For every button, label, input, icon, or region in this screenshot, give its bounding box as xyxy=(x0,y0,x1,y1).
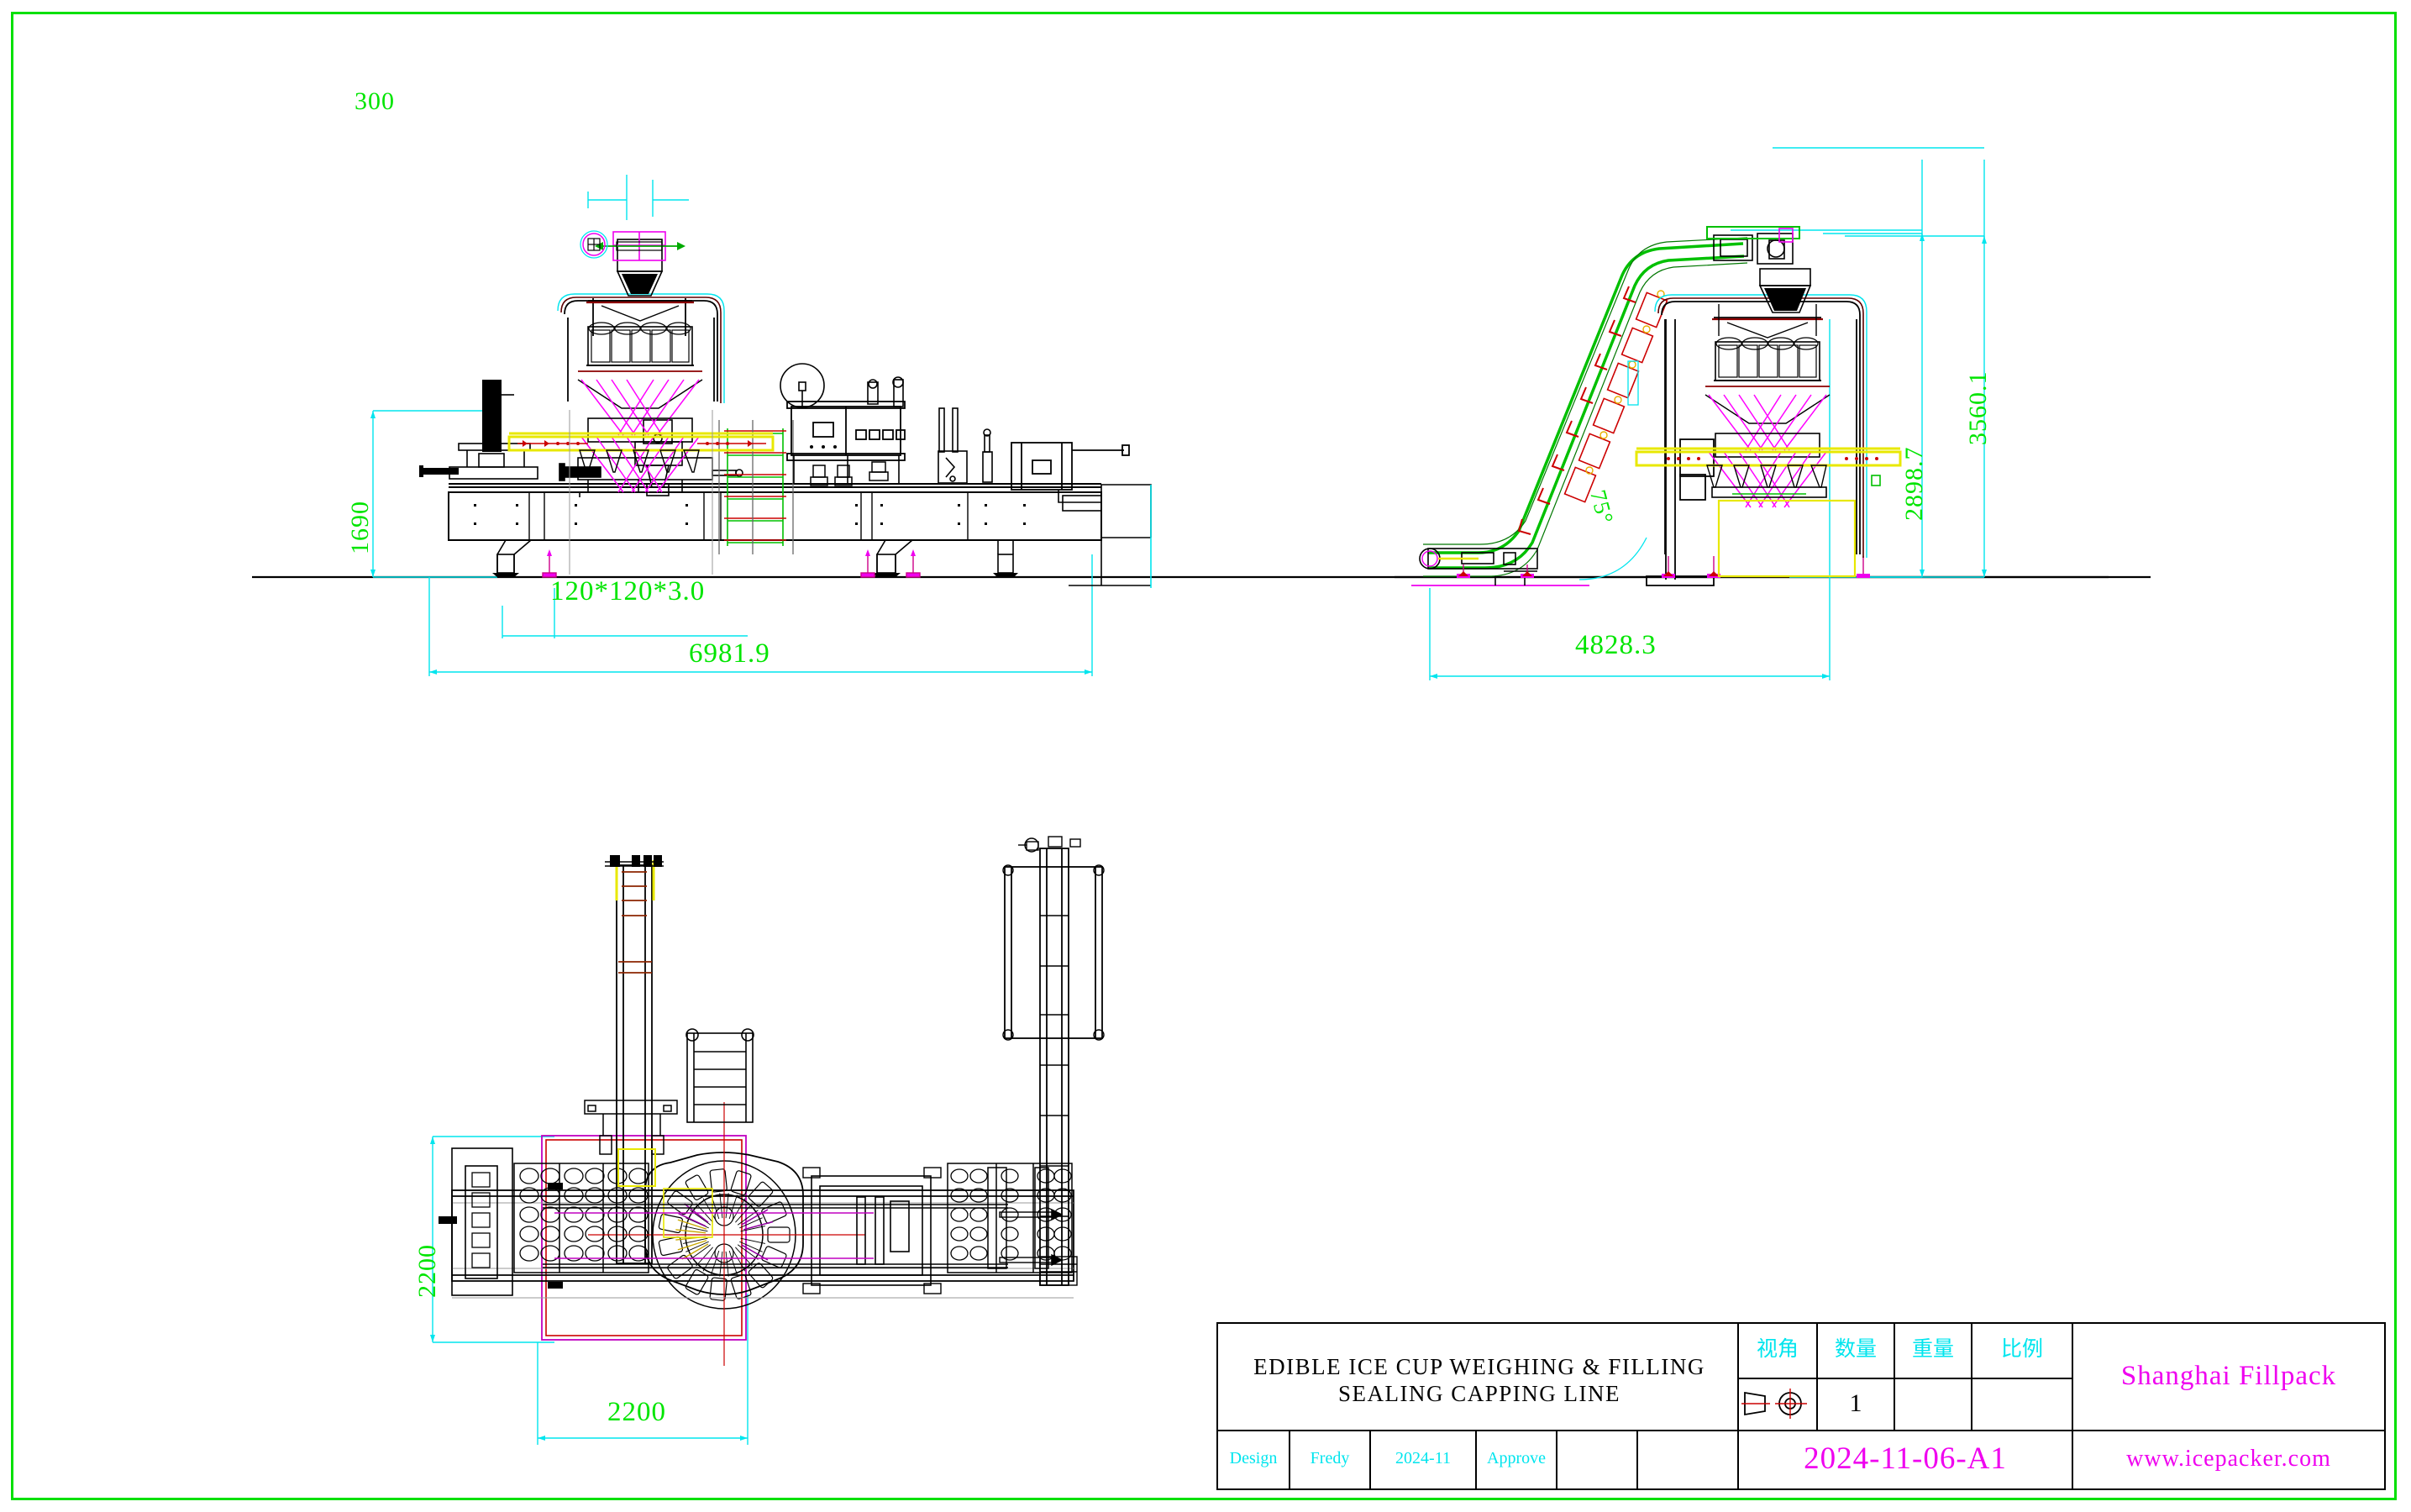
design-label: Design xyxy=(1229,1449,1278,1468)
dim-4828-3: 4828.3 xyxy=(1575,630,1657,660)
drawing-number: 2024-11-06-A1 xyxy=(1804,1441,2007,1477)
dim-2898-7: 2898.7 xyxy=(1900,446,1928,522)
tb-line-bottom xyxy=(1216,1488,2386,1490)
dim-3560-1: 3560.1 xyxy=(1964,370,1992,446)
drawing-title: EDIBLE ICE CUP WEIGHING & FILLING SEALIN… xyxy=(1225,1341,1734,1421)
company-website: www.icepacker.com xyxy=(2126,1446,2331,1473)
tb-div-spec-2 xyxy=(1894,1322,1895,1430)
header-quantity: 数量 xyxy=(1834,1338,1877,1362)
plan-view-geometry xyxy=(430,836,1105,1445)
tb-line-spec-mid xyxy=(1737,1430,2073,1431)
tb-div-spec-1 xyxy=(1816,1322,1818,1430)
approve-label: Approve xyxy=(1487,1449,1546,1468)
tb-line-left xyxy=(1216,1322,1218,1490)
dim-6981-9: 6981.9 xyxy=(689,638,770,669)
tb-line-spec-hdr xyxy=(1737,1378,2073,1379)
tb-div-rev-5 xyxy=(1636,1430,1638,1488)
approver-name xyxy=(1557,1430,1636,1488)
design-date: 2024-11 xyxy=(1395,1449,1451,1468)
side-elevation-geometry xyxy=(1395,147,2109,680)
tb-line-revrow xyxy=(1216,1430,1739,1431)
weight-value xyxy=(1895,1378,1971,1430)
tb-line-top xyxy=(1216,1322,2386,1324)
tb-div-title-spec xyxy=(1737,1322,1739,1490)
header-weight: 重量 xyxy=(1911,1338,1954,1362)
drawing-title-line1: EDIBLE ICE CUP WEIGHING & FILLING xyxy=(1253,1354,1705,1380)
revision-extra xyxy=(1638,1430,1737,1488)
front-elevation-geometry xyxy=(252,175,2151,676)
projection-symbol-svg xyxy=(1741,1389,1807,1419)
quantity-value: 1 xyxy=(1849,1389,1862,1418)
tb-line-company-sep xyxy=(2072,1430,2384,1431)
scale-value xyxy=(1972,1378,2072,1430)
title-block: EDIBLE ICE CUP WEIGHING & FILLING SEALIN… xyxy=(1216,1322,2386,1490)
tb-div-rev-2 xyxy=(1369,1430,1371,1488)
tb-div-spec-3 xyxy=(1971,1322,1972,1430)
designer-name: Fredy xyxy=(1310,1449,1350,1468)
header-projection: 视角 xyxy=(1756,1338,1799,1362)
tb-div-rev-3 xyxy=(1475,1430,1477,1488)
dim-300: 300 xyxy=(355,87,395,115)
sheet-border xyxy=(11,12,2397,1500)
header-scale: 比例 xyxy=(2000,1338,2043,1362)
tb-div-rev-1 xyxy=(1289,1430,1290,1488)
dim-1690: 1690 xyxy=(346,501,374,554)
tb-line-right xyxy=(2384,1322,2386,1490)
dim-plan-2200-vertical: 2200 xyxy=(413,1244,441,1298)
tb-div-spec-company xyxy=(2072,1322,2073,1490)
dim-plan-2200-horizontal: 2200 xyxy=(607,1397,666,1427)
tb-div-rev-4 xyxy=(1556,1430,1557,1488)
drawing-title-line2: SEALING CAPPING LINE xyxy=(1338,1381,1620,1406)
dim-120x120x3: 120*120*3.0 xyxy=(550,576,706,606)
first-angle-projection-symbol xyxy=(1739,1378,1816,1430)
company-name: Shanghai Fillpack xyxy=(2120,1360,2337,1391)
